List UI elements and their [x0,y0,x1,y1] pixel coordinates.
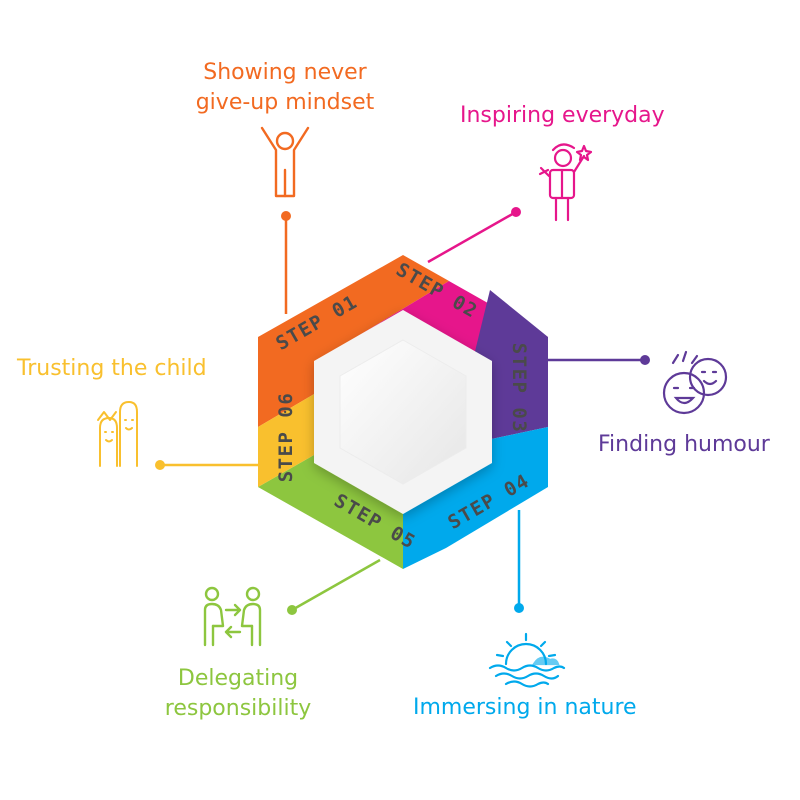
step-06-title: Trusting the child [17,354,207,384]
step-01-title: Showing never give-up mindset [185,58,385,118]
step-05-title-line2: responsibility [164,696,312,721]
connector-dot-step-06 [155,460,165,470]
people-exchanging-icon [203,586,262,647]
connectors [160,210,645,612]
segment-step-01 [258,255,449,427]
step-05-title: Delegating responsibility [138,664,338,724]
step-05-title-line1: Delegating [177,666,299,691]
step-03-title: Finding humour [598,430,770,460]
person-with-star-wand-icon [538,143,593,222]
connector-dot-step-04 [514,603,524,613]
segment-label-step-06: STEP 06 [275,392,297,483]
step-04-title-line1: Immersing in nature [413,695,637,720]
person-arms-raised-icon [260,126,310,198]
connector-dot-step-05 [287,605,297,615]
step-04-title: Immersing in nature [413,693,637,723]
connector-dot-step-01 [281,211,291,221]
segment-label-step-03: STEP 03 [508,343,530,434]
step-01-title-line2: give-up mindset [195,90,375,115]
connector-step-05 [291,558,381,612]
connector-dot-step-03 [640,355,650,365]
step-06-title-line1: Trusting the child [17,356,207,381]
connector-dots [155,207,650,615]
step-02-title: Inspiring everyday [460,101,665,131]
connector-dot-step-02 [511,207,521,217]
step-02-title-line1: Inspiring everyday [460,103,665,128]
inner-hexagon [339,339,467,485]
laughing-faces-icon [662,350,728,415]
sunset-over-sea-icon [488,632,566,688]
connector-step-02 [427,210,517,264]
step-03-title-line1: Finding humour [598,432,770,457]
adult-and-child-icon [97,401,138,467]
step-01-title-line1: Showing never [203,60,367,85]
